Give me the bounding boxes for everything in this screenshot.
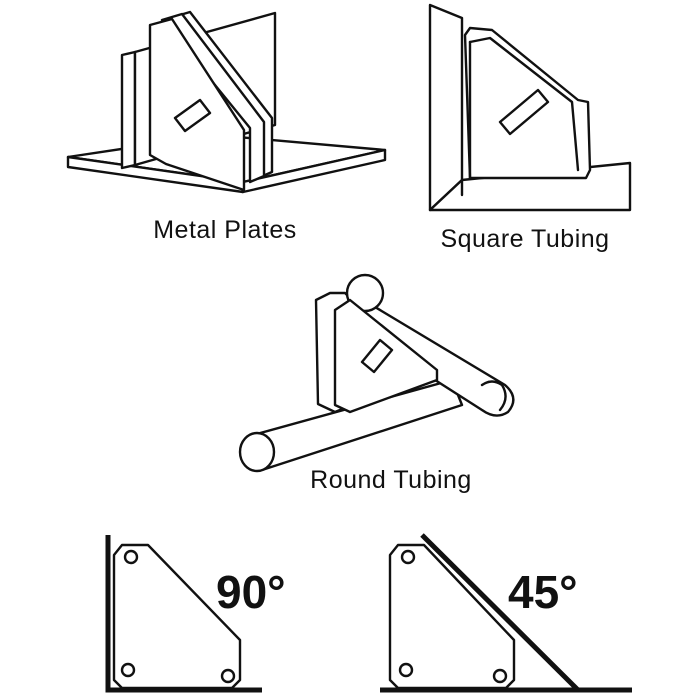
diagonal-guide [420, 533, 580, 692]
vertical-tube [428, 3, 464, 212]
mount-hole-bottom-left [120, 662, 136, 678]
angle-label-90: 90° [216, 566, 286, 618]
square-tubing-illustration [428, 3, 632, 212]
angle-label-45: 45° [508, 566, 578, 618]
mount-hole-bottom-right [492, 668, 508, 684]
metal-plates-illustration [66, 10, 387, 194]
mount-hole-top [400, 549, 416, 565]
horizontal-tube-end [238, 431, 276, 473]
magnet-slot [173, 98, 212, 133]
caption-metal-plates: Metal Plates [153, 216, 297, 244]
right-angle-guide [105, 535, 262, 693]
caption-square-tubing: Square Tubing [440, 225, 609, 253]
diagonal-tube-end [480, 380, 507, 412]
mount-hole-bottom-left [398, 662, 414, 678]
mount-hole-top [123, 549, 139, 565]
round-tubing-illustration [238, 273, 515, 473]
magnet-slot [360, 338, 394, 374]
magnet-slot [498, 88, 550, 136]
magnet-45-diagram [380, 533, 632, 693]
magnet-45-outline [388, 543, 516, 690]
magnet-90-outline [112, 543, 242, 690]
caption-round-tubing: Round Tubing [310, 466, 472, 494]
mount-hole-bottom-right [220, 668, 236, 684]
magnet-90-diagram [105, 535, 262, 693]
vertical-plate-edge [120, 50, 137, 170]
magnet-inner-edge [468, 36, 580, 172]
